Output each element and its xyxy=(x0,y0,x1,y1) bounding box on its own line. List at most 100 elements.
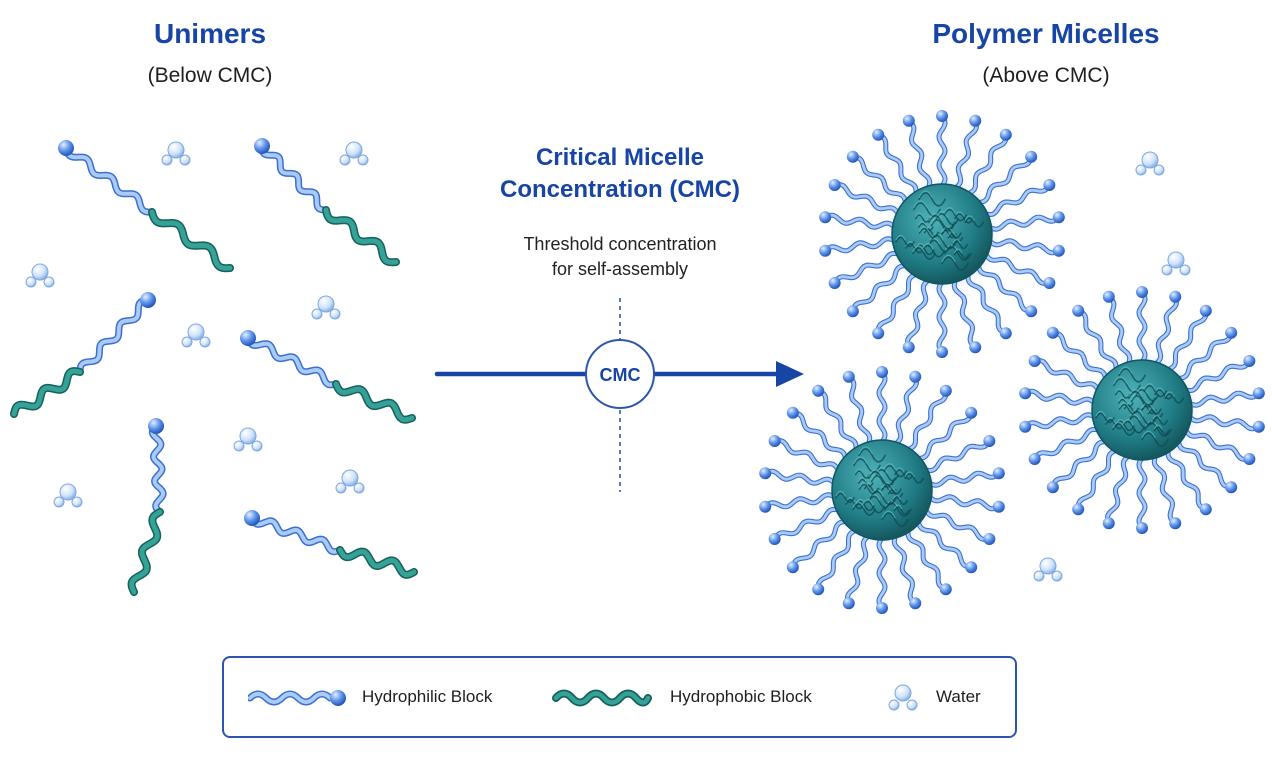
micelle-head-bead xyxy=(1028,354,1041,367)
micelle-head-bead xyxy=(902,114,915,127)
unimer-chain xyxy=(127,418,167,596)
micelle-head-bead xyxy=(1043,277,1056,290)
micelle-head-bead xyxy=(872,128,885,141)
unimer-head-bead xyxy=(244,510,260,526)
micelle-head-bead xyxy=(876,366,888,378)
micelle-head-bead xyxy=(1199,503,1212,516)
micelle-head-bead xyxy=(768,434,781,447)
water-molecule-icon xyxy=(888,684,918,711)
cmc-title-line-2: Concentration (CMC) xyxy=(500,176,740,203)
micelle-head-bead xyxy=(1046,481,1059,494)
micelles-subtitle: (Above CMC) xyxy=(982,64,1110,87)
micelle-head-bead xyxy=(965,406,978,419)
micelle-head-bead xyxy=(1136,286,1148,298)
micelle-head-bead xyxy=(846,150,859,163)
micelle-head-bead xyxy=(768,533,781,546)
cmc-description-line-1: Threshold concentration xyxy=(523,234,717,254)
water-molecule xyxy=(335,469,365,494)
micelle-head-bead xyxy=(1072,304,1085,317)
water-molecule xyxy=(339,141,369,166)
micelle-head-bead xyxy=(1225,326,1238,339)
micelle-head-bead xyxy=(969,341,982,354)
hydrophobic-block-icon xyxy=(552,689,652,707)
micelle xyxy=(759,366,1005,614)
micelle xyxy=(819,110,1065,358)
unimer-head-bead xyxy=(148,418,164,434)
water-molecule xyxy=(233,427,263,452)
micelle-head-bead xyxy=(1052,244,1065,257)
micelle-head-bead xyxy=(759,467,772,480)
unimer-head-bead xyxy=(254,138,270,154)
micelle-head-bead xyxy=(819,244,832,257)
micelle-head-bead xyxy=(828,178,841,191)
micelle-head-bead xyxy=(909,597,922,610)
micelle-head-bead xyxy=(842,597,855,610)
micelle-head-bead xyxy=(1102,517,1115,530)
water-molecule xyxy=(25,263,55,288)
water-molecule xyxy=(1161,251,1191,276)
micelle-head-bead xyxy=(1225,481,1238,494)
micelle-head-bead xyxy=(819,211,832,224)
micelle-head-bead xyxy=(992,500,1005,513)
water-molecule xyxy=(311,295,341,320)
water-molecule xyxy=(1135,151,1165,176)
micelle-head-bead xyxy=(1169,517,1182,530)
micelle-head-bead xyxy=(902,341,915,354)
micelle-head-bead xyxy=(1102,290,1115,303)
micelle-head-bead xyxy=(939,384,952,397)
micelle-head-bead xyxy=(1019,387,1032,400)
micelle-head-bead xyxy=(939,583,952,596)
micelle-head-bead xyxy=(812,384,825,397)
micelle-head-bead xyxy=(1243,453,1256,466)
micelle-head-bead xyxy=(936,110,948,122)
micelle xyxy=(1019,286,1265,534)
unimer-head-bead xyxy=(240,330,256,346)
micelle-head-bead xyxy=(1025,305,1038,318)
cmc-title-line-1: Critical Micelle xyxy=(535,144,705,171)
water-molecule xyxy=(53,483,83,508)
micelle-head-bead xyxy=(846,305,859,318)
micelles-title: Polymer Micelles xyxy=(932,18,1160,49)
micelle-head-bead xyxy=(1019,420,1032,433)
unimer-chain xyxy=(58,140,234,273)
micelle-head-bead xyxy=(872,327,885,340)
unimer-chain xyxy=(10,292,156,418)
micelle-head-bead xyxy=(983,533,996,546)
hydrophilic-block-icon xyxy=(248,690,346,706)
micelle-head-bead xyxy=(828,277,841,290)
legend-box: Hydrophilic Block Hydrophobic Block Wate… xyxy=(222,656,1017,738)
unimer-chain xyxy=(244,510,418,579)
micelle-head-bead xyxy=(1199,304,1212,317)
unimers-title: Unimers xyxy=(153,18,267,49)
micelle-head-bead xyxy=(1046,326,1059,339)
cmc-description-line-2: for self-assembly xyxy=(551,259,689,279)
micelle-head-bead xyxy=(1136,522,1148,534)
micelle-head-bead xyxy=(983,434,996,447)
unimer-chain xyxy=(240,330,416,424)
micelle-head-bead xyxy=(936,346,948,358)
transition-arrow-head xyxy=(776,361,804,387)
micelle-head-bead xyxy=(1025,150,1038,163)
micelle-head-bead xyxy=(999,128,1012,141)
cmc-description: Threshold concentration for self-assembl… xyxy=(470,232,770,282)
micelle-head-bead xyxy=(876,602,888,614)
micelle-head-bead xyxy=(969,114,982,127)
micelle-head-bead xyxy=(812,583,825,596)
micelle-head-bead xyxy=(786,406,799,419)
unimer-head-bead xyxy=(58,140,74,156)
micelle-head-bead xyxy=(909,370,922,383)
micelle-head-bead xyxy=(992,467,1005,480)
micelle-group xyxy=(759,110,1265,614)
cmc-badge-circle xyxy=(585,339,655,409)
micelle-head-bead xyxy=(1243,354,1256,367)
unimer-group xyxy=(10,138,418,596)
legend-hydrophilic-label: Hydrophilic Block xyxy=(362,687,493,706)
micelle-head-bead xyxy=(786,561,799,574)
cmc-title: Critical Micelle Concentration (CMC) xyxy=(470,142,770,206)
micelle-head-bead xyxy=(1072,503,1085,516)
legend-water-label: Water xyxy=(936,687,981,706)
cmc-badge-text: CMC xyxy=(600,365,641,385)
water-molecule xyxy=(1033,557,1063,582)
